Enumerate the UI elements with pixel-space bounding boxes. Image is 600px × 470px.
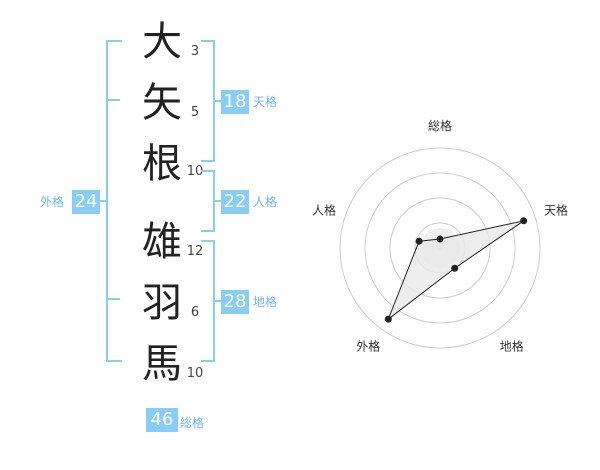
radar-point-1 — [436, 235, 444, 243]
stroke-count-1: 3 — [190, 44, 200, 59]
name-char-3: 根 — [142, 141, 182, 187]
tenkaku-connector — [213, 100, 221, 102]
tenkaku-badge: 18 — [221, 90, 249, 114]
radar-point-4 — [384, 315, 392, 323]
radar-point-2 — [520, 217, 528, 225]
chikaku-label: 地格 — [253, 295, 278, 309]
stroke-count-2: 5 — [190, 105, 200, 120]
radar-axis-label-3: 地格 — [500, 339, 524, 354]
jinkaku-label: 人格 — [253, 195, 278, 209]
stroke-count-5: 6 — [190, 305, 200, 320]
radar-ring-3 — [364, 172, 516, 324]
stroke-count-6: 10 — [186, 366, 204, 381]
gaikaku-divider-top — [106, 99, 120, 101]
soukaku-label: 総格 — [180, 416, 205, 430]
radar-axis-label-2: 天格 — [544, 202, 568, 217]
name-char-6: 馬 — [142, 341, 182, 387]
radar-value-polygon — [387, 220, 524, 321]
chikaku-badge: 28 — [221, 290, 249, 314]
tenkaku-label: 天格 — [253, 95, 278, 109]
jinkaku-badge: 22 — [221, 190, 249, 214]
name-char-4: 雄 — [142, 219, 182, 265]
radar-point-5 — [415, 237, 423, 245]
radar-axis-label-5: 人格 — [312, 202, 336, 217]
radar-axis-label-1: 総格 — [428, 118, 452, 133]
gaikaku-divider-bottom — [106, 298, 120, 300]
radar-ring-4 — [339, 147, 541, 349]
gaikaku-connector — [98, 200, 108, 202]
jinkaku-connector — [213, 200, 221, 202]
name-char-1: 大 — [142, 19, 182, 65]
chikaku-connector — [213, 300, 221, 302]
stroke-count-3: 10 — [186, 164, 204, 179]
radar-ring-2 — [389, 197, 491, 299]
radar-point-3 — [451, 264, 459, 272]
gaikaku-badge: 24 — [72, 190, 100, 214]
stroke-count-4: 12 — [186, 244, 204, 259]
radar-axis-label-4: 外格 — [356, 339, 380, 354]
name-char-2: 矢 — [142, 80, 182, 126]
soukaku-badge: 46 — [146, 408, 178, 432]
name-char-5: 羽 — [142, 280, 182, 326]
gaikaku-label: 外格 — [40, 195, 65, 209]
